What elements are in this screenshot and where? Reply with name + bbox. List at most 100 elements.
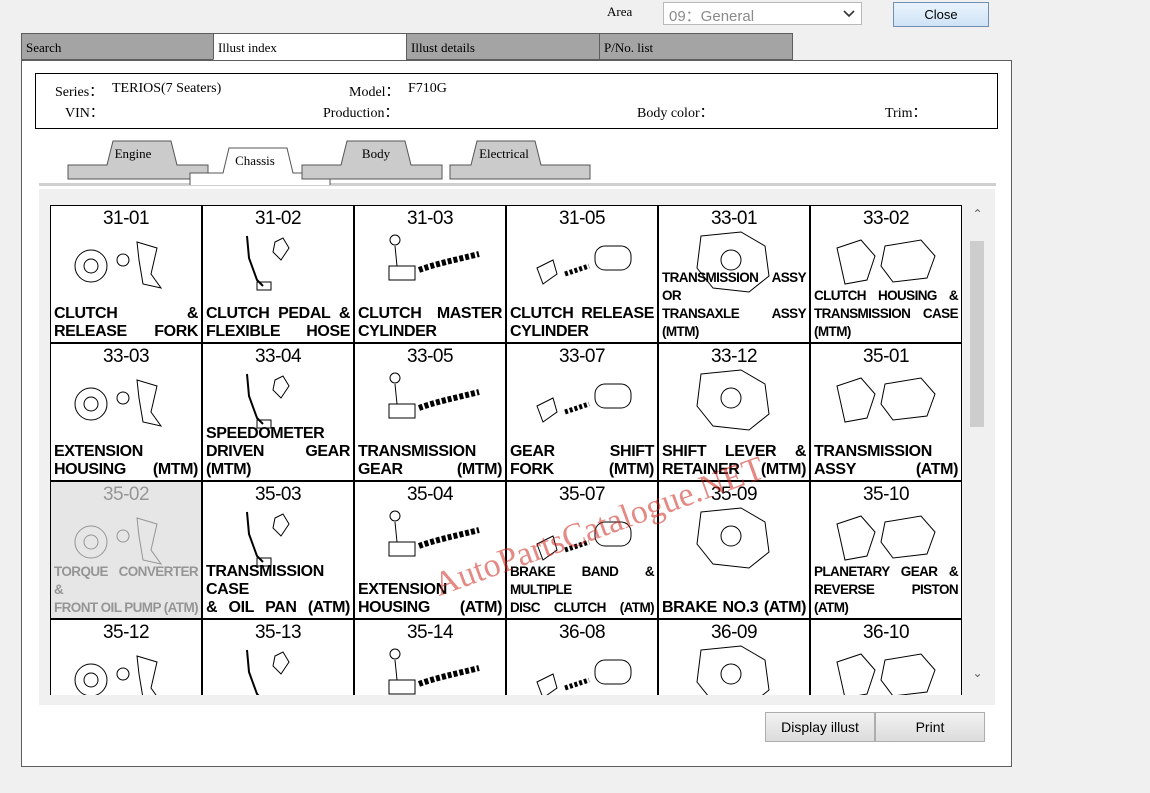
illustration-code: 33-12	[710, 346, 758, 367]
illustration-code: 36-10	[862, 622, 910, 643]
illustration-code: 35-03	[254, 484, 302, 505]
illustration-code: 31-02	[254, 208, 302, 229]
area-select[interactable]: 09：General	[663, 2, 862, 25]
tab-pno-list[interactable]: P/No. list	[599, 33, 793, 60]
scroll-up-icon[interactable]: ⌃	[972, 207, 983, 221]
illustration-cell[interactable]: 36-08	[506, 619, 658, 695]
part-illustration-icon	[696, 369, 770, 431]
tab-illust-index[interactable]: Illust index	[213, 33, 407, 60]
body-color-label: Body color：	[637, 106, 714, 121]
part-illustration-icon	[836, 239, 936, 285]
part-illustration-icon	[536, 659, 632, 695]
part-illustration-icon	[388, 372, 480, 419]
illustration-code: 33-04	[254, 346, 302, 367]
tab-body-label: Body	[361, 146, 391, 161]
illustration-cell[interactable]: 36-10	[810, 619, 962, 695]
main-tab-bar: Search Illust index Illust details P/No.…	[21, 33, 793, 60]
illustration-cell[interactable]: 35-13	[202, 619, 354, 695]
trim-label: Trim：	[885, 106, 927, 121]
illustration-cell[interactable]: 36-09	[658, 619, 810, 695]
illustration-name: GEAR SHIFT FORK (MTM)	[510, 443, 654, 478]
part-illustration-icon	[74, 241, 163, 289]
part-illustration-icon	[388, 234, 480, 281]
illustration-name: CLUTCH HOUSING & TRANSMISSION CASE (MTM)	[814, 288, 959, 339]
scroll-down-icon[interactable]: ⌄	[972, 666, 983, 680]
part-illustration-icon	[74, 655, 158, 695]
tab-chassis-label: Chassis	[235, 153, 275, 168]
illustration-code: 31-03	[406, 208, 454, 229]
illustration-cell[interactable]: 35-12	[50, 619, 202, 695]
tab-electrical[interactable]: Electrical	[449, 139, 591, 183]
part-illustration-icon	[74, 517, 163, 565]
illustration-code: 35-14	[406, 622, 454, 643]
part-illustration-icon	[74, 379, 163, 427]
display-illust-button[interactable]: Display illust	[765, 712, 875, 742]
illustration-name: CLUTCH & RELEASE FORK	[54, 305, 198, 340]
illustration-name: CLUTCH MASTER CYLINDER	[358, 305, 502, 340]
illustration-code: 35-01	[862, 346, 910, 367]
print-button[interactable]: Print	[875, 712, 985, 742]
area-label: Area	[607, 4, 633, 19]
scroll-thumb[interactable]	[970, 241, 984, 427]
grid-scrollbar[interactable]: ⌃ ⌄	[968, 205, 987, 695]
illustration-code: 35-02	[102, 484, 150, 505]
illustration-name: SPEEDOMETER DRIVEN GEAR (MTM)	[206, 425, 350, 478]
part-illustration-icon	[536, 521, 632, 561]
tab-shape	[301, 140, 443, 180]
vin-label: VIN：	[65, 106, 104, 121]
part-illustration-icon	[836, 515, 936, 561]
model-label: Model：	[349, 85, 400, 100]
part-illustration-icon	[836, 377, 936, 423]
part-illustration-icon	[536, 383, 632, 423]
illustration-name: TORQUE CONVERTER & FRONT OIL PUMP (ATM)	[54, 564, 199, 615]
chevron-down-icon	[843, 10, 855, 18]
part-illustration-icon	[246, 511, 290, 567]
illustration-code: 33-05	[406, 346, 454, 367]
tab-search[interactable]: Search	[21, 33, 214, 60]
illustration-cell[interactable]: 35-14	[354, 619, 506, 695]
model-value: F710G	[408, 81, 447, 96]
tab-illust-details[interactable]: Illust details	[406, 33, 600, 60]
illustration-name: EXTENSION HOUSING (ATM)	[358, 581, 502, 616]
illust-index-panel: Series： TERIOS(7 Seaters) Model： F710G V…	[21, 60, 1012, 767]
illustration-code: 36-09	[710, 622, 758, 643]
category-tab-baseline	[39, 183, 996, 186]
illustration-code: 31-05	[558, 208, 606, 229]
illustration-code: 33-02	[862, 208, 910, 229]
illustration-code: 35-04	[406, 484, 454, 505]
illustration-name: TRANSMISSION ASSY (ATM)	[814, 443, 958, 478]
illustration-code: 33-03	[102, 346, 150, 367]
illustration-code: 36-08	[558, 622, 606, 643]
illustration-name: BRAKE BAND & MULTIPLE DISC CLUTCH (ATM)	[510, 564, 655, 615]
part-illustration-icon	[388, 510, 480, 557]
part-illustration-icon	[696, 645, 770, 695]
illustration-code: 33-01	[710, 208, 758, 229]
production-label: Production：	[323, 106, 399, 121]
tab-electrical-label: Electrical	[479, 146, 529, 161]
tab-body[interactable]: Body	[301, 139, 443, 183]
part-illustration-icon	[536, 245, 632, 285]
illustration-name: BRAKE NO.3 (ATM)	[662, 599, 806, 616]
area-select-value: 09：General	[669, 8, 755, 25]
illustration-name: CLUTCH RELEASE CYLINDER	[510, 305, 654, 340]
close-button[interactable]: Close	[893, 2, 989, 27]
